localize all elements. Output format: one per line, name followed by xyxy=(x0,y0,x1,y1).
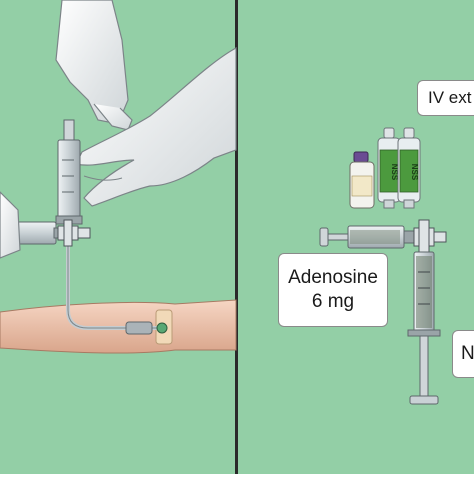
catheter-hub xyxy=(125,321,153,335)
horizontal-syringe-right xyxy=(319,225,415,249)
gloved-hand-left xyxy=(0,191,21,259)
panel-divider xyxy=(235,0,238,474)
adenosine-dose: 6 mg xyxy=(311,291,355,312)
vertical-syringe-right xyxy=(407,251,441,405)
gloved-hand-right xyxy=(75,46,237,207)
saline-vial-1-label: NSS xyxy=(390,164,399,181)
gloved-hand-upper xyxy=(55,0,133,131)
saline-vial-2: NSS xyxy=(397,127,421,209)
catheter-cap xyxy=(156,322,168,334)
iv-extension-label: IV ext xyxy=(417,80,474,116)
three-way-stopcock xyxy=(57,219,91,247)
saline-flush-label-partial: N xyxy=(452,330,474,378)
saline-vial-1: NSS xyxy=(377,127,401,209)
three-way-stopcock-right xyxy=(413,219,447,255)
adenosine-dose-label: Adenosine 6 mg xyxy=(278,253,388,327)
adenosine-vial xyxy=(349,151,375,209)
adenosine-name: Adenosine xyxy=(288,267,378,288)
saline-vial-2-label: NSS xyxy=(410,164,419,181)
